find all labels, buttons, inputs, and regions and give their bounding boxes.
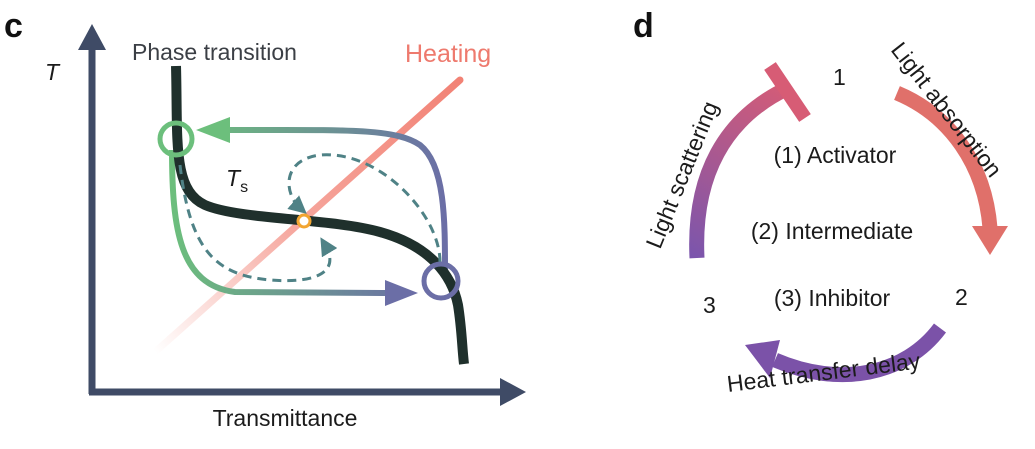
lower-state-circle bbox=[421, 261, 461, 301]
bottom-path-arrowhead bbox=[385, 280, 418, 306]
x-axis-label: Transmittance bbox=[213, 405, 358, 431]
y-axis-arrowhead bbox=[78, 24, 106, 50]
stage-2-number: 2 bbox=[955, 284, 968, 310]
axes bbox=[78, 24, 526, 406]
heating-label: Heating bbox=[405, 40, 491, 68]
heat-transfer-arrowhead bbox=[745, 340, 780, 378]
light-absorption-label: Light absorption bbox=[886, 37, 1007, 182]
fixed-point-marker bbox=[296, 213, 312, 229]
inhibitor-label: (3) Inhibitor bbox=[774, 285, 891, 311]
bottom-path bbox=[169, 149, 386, 296]
panel-c-letter: c bbox=[4, 7, 23, 45]
ts-label: Ts bbox=[226, 165, 248, 196]
light-absorption-arrowhead bbox=[972, 226, 1008, 255]
top-path-arrowhead bbox=[196, 117, 230, 143]
dashed-lower-path bbox=[178, 164, 338, 283]
light-scattering-arc bbox=[689, 81, 792, 259]
upper-state-circle bbox=[157, 120, 195, 158]
stage-1-number: 1 bbox=[833, 64, 846, 90]
top-path bbox=[229, 126, 448, 273]
x-axis-arrowhead bbox=[500, 378, 526, 406]
inhibition-bar bbox=[764, 62, 811, 122]
y-axis-label: T bbox=[45, 59, 61, 85]
panel-d: d 1 2 3 (1) Activator (2) Intermediate (… bbox=[633, 7, 1008, 397]
activator-label: (1) Activator bbox=[774, 142, 897, 168]
heat-transfer-arc bbox=[772, 323, 947, 383]
intermediate-label: (2) Intermediate bbox=[751, 218, 913, 244]
phase-transition-label: Phase transition bbox=[132, 39, 297, 65]
panel-c: c T Transmittance Phase transition Heati… bbox=[4, 7, 526, 431]
stage-3-number: 3 bbox=[703, 292, 716, 318]
light-absorption-arc bbox=[893, 86, 998, 229]
dashed-upper-path bbox=[287, 153, 442, 263]
panel-d-letter: d bbox=[633, 7, 654, 45]
